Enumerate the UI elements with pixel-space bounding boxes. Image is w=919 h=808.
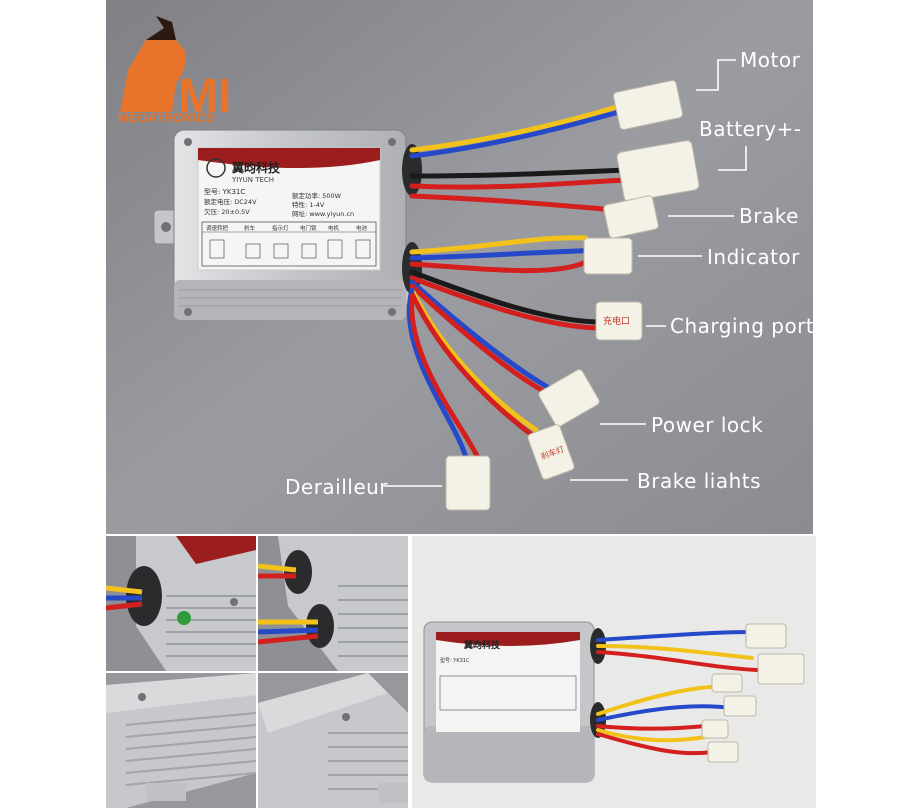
controller-illustration: MI MEGATRONICS 翼昀科技 YIYUN TECH 型号: YK31C (106, 0, 813, 534)
overview-brand-text: 翼昀科技 (463, 639, 501, 651)
detail-photo-grommet-left (106, 536, 256, 671)
detail-photo-fins-left (106, 673, 256, 808)
terminal-label-row: 调速转把 刹车 指示灯 电门锁 电机 电池 (206, 224, 368, 232)
detail-photo-fins-right (258, 673, 408, 808)
overview-model-text: 型号: YK31C (440, 657, 470, 664)
terminal-label: 电门锁 (300, 224, 317, 232)
label-power-lock: Power lock (651, 413, 763, 437)
wire-bundle-lower (406, 235, 609, 461)
terminal-label: 电池 (356, 224, 368, 232)
rated-voltage-text: 额定电压: DC24V (204, 197, 257, 206)
website-text: 网址: www.yiyun.cn (292, 209, 354, 218)
terminal-label: 电机 (328, 224, 340, 232)
battery-connector (616, 140, 700, 202)
undervoltage-text: 欠压: 20±0.5V (204, 207, 250, 216)
terminal-label: 指示灯 (272, 224, 289, 232)
label-charging-port: Charging port (670, 314, 813, 338)
brand-logo: MI MEGATRONICS (118, 16, 231, 125)
logo-mark: MI (178, 70, 231, 123)
indicator-connector (583, 237, 633, 275)
model-text: 型号: YK31C (204, 187, 245, 196)
terminal-label: 刹车 (244, 224, 256, 232)
label-brake-lights: Brake liahts (637, 469, 761, 493)
brand-cn-text: 翼昀科技 (231, 160, 281, 175)
label-motor: Motor (740, 48, 801, 72)
label-battery: Battery+- (699, 117, 802, 141)
charging-port-tag: 充电口 (603, 315, 630, 327)
terminal-label: 调速转把 (206, 224, 229, 232)
logo-text: MEGATRONICS (118, 110, 215, 125)
brake-connector (603, 195, 659, 239)
charging-port-connector (595, 301, 643, 341)
product-overview-photo: 翼昀科技 型号: YK31C (412, 536, 816, 808)
detail-photo-grommet-right (258, 536, 408, 671)
label-derailleur: Derailleur (285, 475, 388, 499)
derailleur-connector (445, 455, 491, 511)
leader-lines (384, 59, 747, 487)
rated-power-text: 额定功率: 500W (292, 191, 342, 200)
brand-en-text: YIYUN TECH (231, 176, 274, 184)
features-text: 特性: 1-4V (292, 200, 325, 209)
label-indicator: Indicator (707, 245, 800, 269)
main-product-photo: MI MEGATRONICS 翼昀科技 YIYUN TECH 型号: YK31C (106, 0, 813, 534)
motor-connector (612, 80, 684, 130)
controller-box: 翼昀科技 YIYUN TECH 型号: YK31C 额定电压: DC24V 欠压… (173, 129, 407, 320)
power-lock-connector (538, 369, 600, 427)
wire-bundle-upper (409, 101, 629, 213)
label-brake: Brake (739, 204, 799, 228)
brake-lights-connector (527, 424, 575, 480)
